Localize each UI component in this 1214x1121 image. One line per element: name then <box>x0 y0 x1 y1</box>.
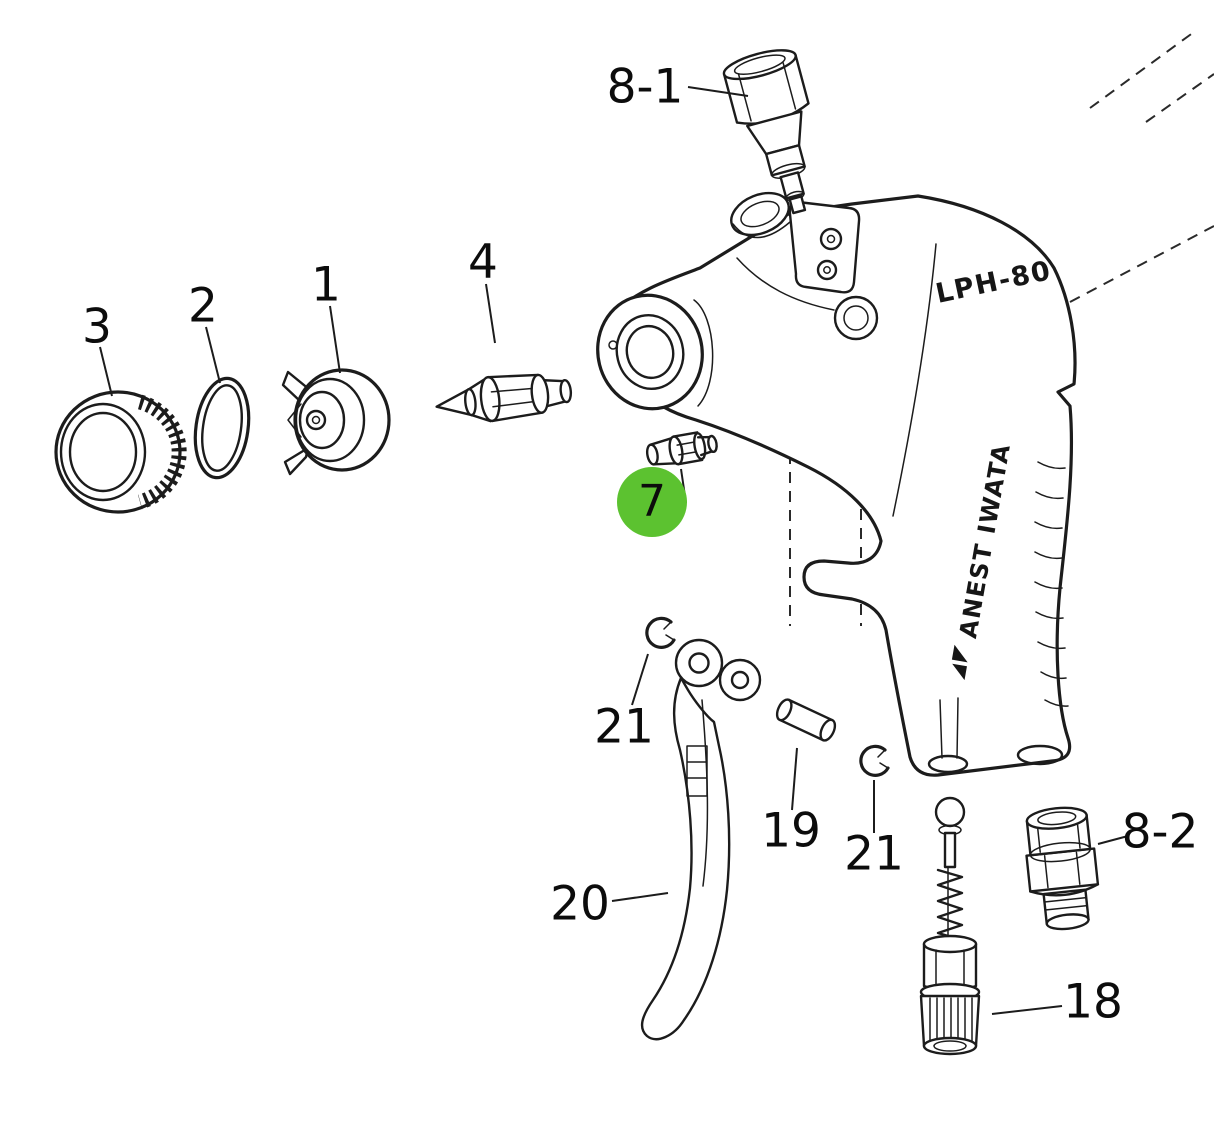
part-label-4[interactable]: 4 <box>468 234 498 290</box>
part-2-drawing <box>193 376 251 480</box>
part-label-7-highlighted[interactable]: 7 <box>617 467 687 537</box>
head-boss <box>596 293 714 411</box>
part-4-drawing <box>435 373 573 423</box>
brand-logo-icon <box>951 644 968 681</box>
part-21-upper-drawing <box>645 616 676 649</box>
part-label-3[interactable]: 3 <box>82 299 112 355</box>
part-18-drawing <box>919 796 981 1056</box>
part-label-21-upper[interactable]: 21 <box>594 699 654 755</box>
part-label-2[interactable]: 2 <box>188 278 218 334</box>
part-3-drawing <box>54 390 187 514</box>
part-8-1-drawing <box>722 49 810 215</box>
part-label-8-2[interactable]: 8-2 <box>1121 804 1199 860</box>
part-label-8-1[interactable]: 8-1 <box>606 59 684 115</box>
air-valve-port <box>730 191 791 239</box>
part-label-19[interactable]: 19 <box>761 803 821 859</box>
part-label-7-text: 7 <box>638 476 666 527</box>
part-8-2-drawing <box>1025 806 1100 931</box>
part-label-20[interactable]: 20 <box>550 876 610 932</box>
part-21-lower-drawing <box>859 744 890 777</box>
part-20-drawing <box>640 638 762 1041</box>
gun-body-drawing: LPH-80 ANEST IWATA <box>596 191 1077 777</box>
grip-ribs <box>1034 461 1069 707</box>
leader-lines <box>99 86 1129 1015</box>
part-19-drawing <box>775 698 837 742</box>
part-7-drawing <box>645 431 718 466</box>
part-label-18[interactable]: 18 <box>1063 974 1123 1030</box>
part-label-21-lower[interactable]: 21 <box>844 826 904 882</box>
part-label-1[interactable]: 1 <box>311 257 341 313</box>
part-1-drawing <box>281 368 391 476</box>
